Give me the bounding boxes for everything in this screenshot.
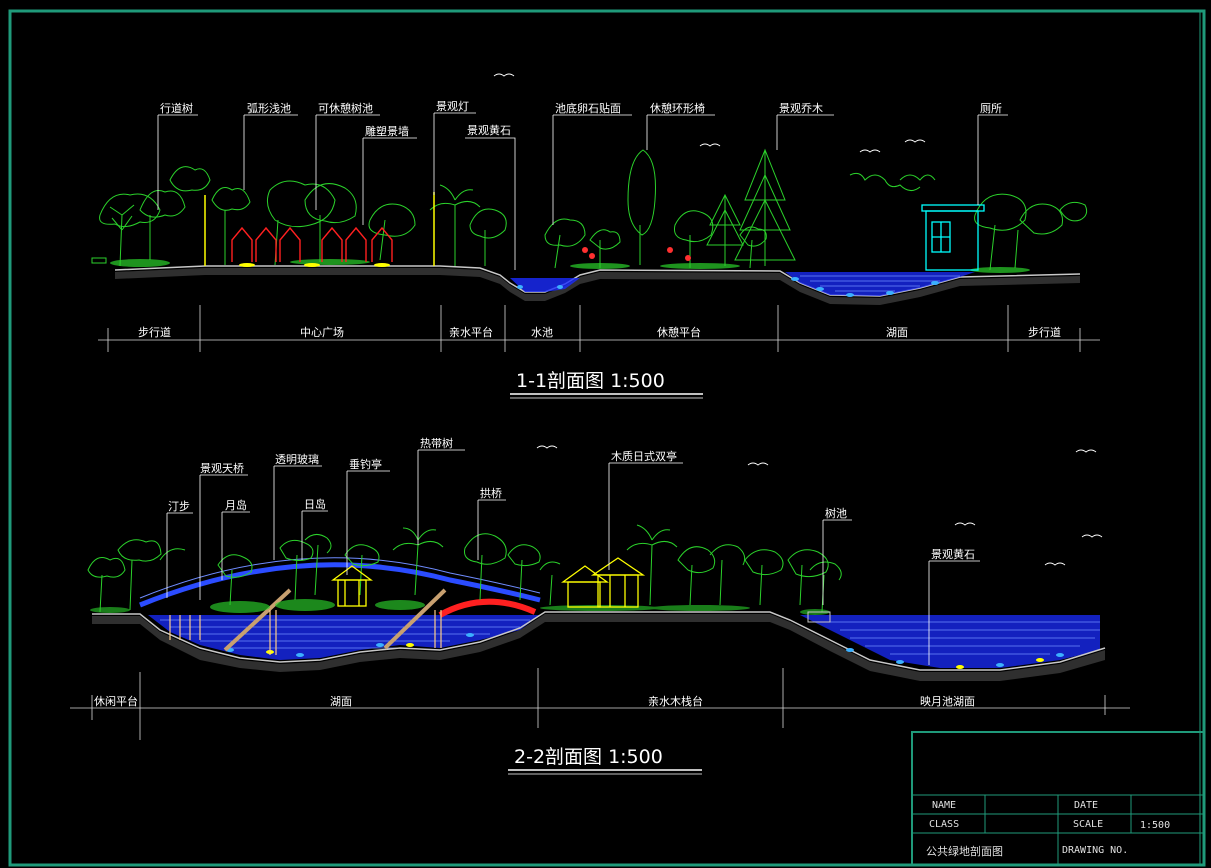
ground-hatch-1	[115, 268, 1080, 305]
ground-hatch-2	[92, 614, 1105, 681]
pond-water-2	[800, 615, 1100, 668]
pool-water-1	[510, 278, 580, 292]
tree-pit-box	[807, 611, 831, 623]
lake-ripples-2	[160, 619, 530, 649]
pond-ripples-2	[830, 621, 1100, 655]
bird-icons	[493, 73, 926, 153]
shore-stones-1	[517, 277, 939, 297]
bird-icons-2	[536, 445, 1103, 566]
tb-date-label: DATE	[1074, 800, 1098, 811]
label-leaders-1	[157, 113, 979, 270]
sculpture-wall	[231, 226, 393, 262]
label-stepping-stones: 汀步	[168, 500, 190, 513]
label-sculpture-wall: 雕塑景墙	[365, 124, 409, 138]
tb-scale-label: SCALE	[1073, 819, 1103, 830]
label-leaders-2	[166, 450, 930, 665]
zone-waterfront-platform: 亲水平台	[449, 325, 493, 339]
zone-lake: 湖面	[886, 326, 908, 339]
bench-left	[91, 257, 107, 264]
section-2-title: 2-2剖面图 1:500	[514, 746, 663, 768]
shrubs-1	[110, 259, 1030, 273]
label-arbor: 景观乔木	[779, 102, 823, 115]
lamp-posts	[204, 192, 435, 266]
section-1-1: 行道树 弧形浅池 可休憩树池 雕塑景墙 景观灯 景观黄石 池底卵石贴面 休憩环形…	[91, 73, 1100, 399]
section-1-title: 1-1剖面图 1:500	[516, 370, 665, 392]
label-moon-island: 月岛	[225, 498, 247, 512]
label-twin-pavilion: 木质日式双亭	[611, 449, 677, 463]
tb-scale-value: 1:500	[1140, 820, 1170, 831]
label-clear-glass: 透明玻璃	[275, 452, 319, 466]
label-arc-pool: 弧形浅池	[247, 101, 291, 115]
zone-lake-2: 湖面	[330, 695, 352, 708]
zone-dimension-1	[98, 305, 1100, 352]
label-yellow-stone-2: 景观黄石	[931, 547, 975, 561]
zone-dimension-2	[70, 668, 1130, 740]
zone-wood-deck: 亲水木栈台	[648, 694, 703, 708]
zone-walkway-right: 步行道	[1028, 325, 1061, 339]
fishing-pavilion	[331, 565, 373, 607]
japanese-twin-pavilion	[561, 557, 646, 608]
toilet-building	[921, 204, 985, 271]
islands	[210, 599, 425, 613]
label-arch-bridge: 拱桥	[480, 486, 502, 500]
label-yellow-stone-1: 景观黄石	[467, 123, 511, 137]
lake-water-2	[148, 615, 540, 660]
arch-bridge	[438, 598, 537, 618]
flowers-1	[582, 247, 691, 261]
label-tree-pit: 可休憩树池	[318, 101, 373, 115]
zone-walkway-left: 步行道	[138, 325, 171, 339]
drawing-frame	[8, 9, 1206, 867]
label-tropical-tree: 热带树	[420, 436, 453, 450]
shallow-pools	[239, 263, 390, 267]
label-sky-bridge: 景观天桥	[200, 462, 244, 475]
label-underlines-2	[167, 449, 980, 562]
label-fishing-pavilion: 垂钓亭	[349, 457, 382, 471]
sky-bridge-rail	[139, 557, 541, 599]
tb-drawing-title: 公共绿地剖面图	[926, 844, 1003, 858]
label-toilet: 厕所	[980, 102, 1002, 115]
zone-moon-pond: 映月池湖面	[920, 695, 975, 708]
tb-class-label: CLASS	[929, 819, 959, 830]
piers	[223, 588, 447, 652]
label-tree-pit-2: 树池	[825, 506, 847, 520]
shore-stones-2	[226, 633, 1064, 667]
sky-bridge	[139, 562, 541, 608]
zone-rest-platform: 休憩平台	[657, 325, 701, 339]
lake-water-1	[785, 272, 975, 296]
label-underlines-1	[158, 112, 1008, 139]
tb-name-label: NAME	[932, 800, 956, 811]
label-lamp: 景观灯	[436, 100, 469, 113]
zone-pool: 水池	[531, 326, 553, 339]
label-ring-bench: 休憩环形椅	[650, 101, 705, 115]
label-street-tree: 行道树	[160, 101, 193, 115]
zone-leisure-platform: 休闲平台	[94, 694, 138, 708]
zone-central-plaza: 中心广场	[300, 325, 344, 339]
section-2-2: 汀步 景观天桥 月岛 透明玻璃 日岛 垂钓亭 热带树 拱桥 木质日式双亭 树池 …	[70, 436, 1130, 775]
tb-drawing-no-label: DRAWING NO.	[1062, 845, 1128, 856]
lake-ripples-1	[800, 275, 960, 292]
title-block-grid	[912, 794, 1204, 865]
label-pebble-bottom: 池底卵石贴面	[555, 101, 621, 115]
title-block: NAME DATE CLASS SCALE 1:500 公共绿地剖面图 DRAW…	[911, 731, 1205, 866]
stepping-posts	[169, 610, 442, 655]
ground-profile-2	[92, 611, 1106, 671]
vegetation-2	[87, 524, 842, 613]
yellow-stones-2	[266, 643, 1044, 669]
label-sun-island: 日岛	[304, 497, 326, 511]
